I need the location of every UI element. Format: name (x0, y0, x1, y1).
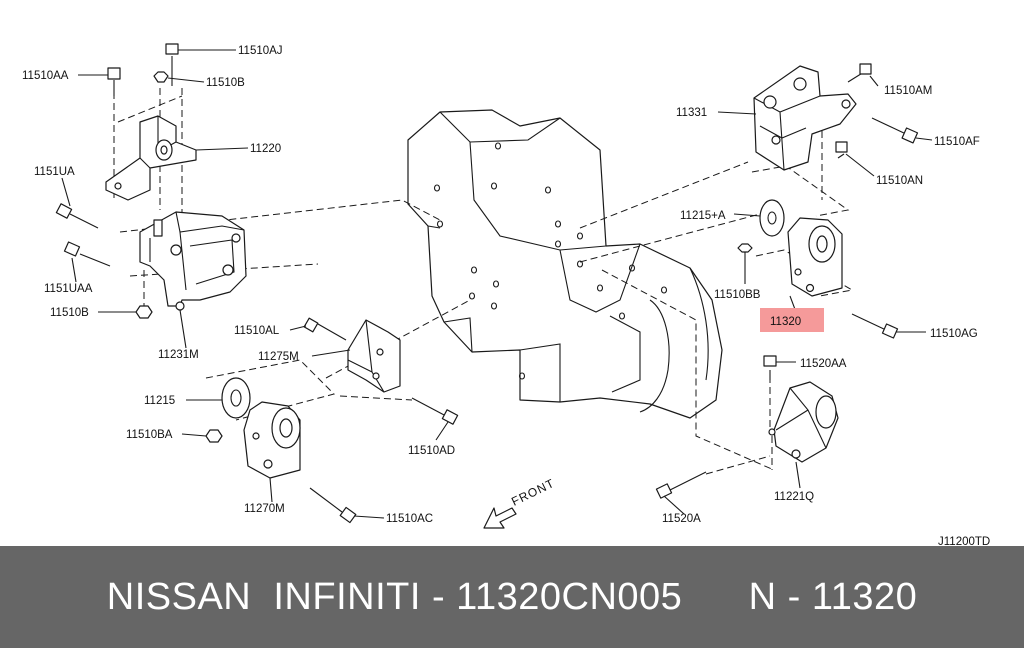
label-11215A: 11215+A (680, 210, 726, 222)
label-11510AG: 11510AG (930, 328, 978, 340)
label-11510BA: 11510BA (126, 429, 173, 441)
label-11510AD: 11510AD (408, 445, 455, 457)
bolts-and-nuts (55, 43, 919, 524)
label-11231M: 11231M (158, 349, 199, 361)
label-11510B-bottom: 11510B (50, 307, 89, 319)
label-11510B-top: 11510B (206, 77, 245, 89)
label-11510AL: 11510AL (234, 325, 280, 337)
label-11221Q: 11221Q (774, 491, 814, 503)
banner-spacer (682, 576, 748, 619)
leader-lines (61, 49, 933, 519)
label-11510AJ: 11510AJ (238, 45, 283, 57)
engine-mount-11221Q (768, 381, 839, 463)
bolt-11510AF (871, 117, 919, 144)
label-11520AA: 11520AA (800, 358, 847, 370)
nut-11510B-bottom (135, 305, 153, 319)
label-11510BB: 11510BB (714, 289, 761, 301)
label-11510AC: 11510AC (386, 513, 433, 525)
engine-mount-11220 (105, 115, 197, 201)
label-11215: 11215 (144, 395, 175, 407)
highlight-11320 (760, 308, 824, 332)
label-1151UA: 1151UA (34, 166, 75, 178)
nut-11510B-top (153, 71, 169, 83)
label-11510AA: 11510AA (22, 70, 69, 82)
bolt-1151UAA (63, 241, 111, 267)
engine-block (407, 109, 723, 419)
bolt-11510AJ (165, 43, 179, 86)
label-11520A: 11520A (662, 513, 701, 525)
nut-11510BA (205, 429, 223, 443)
banner-reference: N - 11320 (748, 575, 918, 618)
bolt-11510AN (835, 141, 848, 159)
bolt-1151UA (55, 203, 99, 229)
label-11510AN: 11510AN (876, 175, 923, 187)
label-11510AF: 11510AF (934, 136, 980, 148)
part-labels: 11510AJ 11510AA 11510B 11220 1151UA 1151… (22, 45, 990, 546)
engine-mount-11331 (753, 65, 857, 171)
banner-brand-part: NISSAN INFINITI - 11320CN005 (106, 575, 683, 618)
bolt-11510AC (309, 487, 357, 524)
diagram-code: J11200TD (938, 536, 990, 546)
bolt-11510AD (411, 397, 459, 425)
label-11270M: 11270M (244, 503, 285, 515)
bolt-11510AG (851, 313, 899, 339)
parts-diagram: FRONT 11510AJ 11510AA 11510B 11220 1151U… (22, 43, 990, 546)
engine-mount-11320 (737, 199, 843, 297)
label-11320: 11320 (770, 316, 801, 328)
label-1151UAA: 1151UAA (44, 283, 93, 295)
label-11510AM: 11510AM (884, 85, 932, 97)
bolt-11520AA (763, 355, 777, 380)
front-label: FRONT (509, 476, 557, 509)
bolt-11510AL (303, 317, 347, 341)
label-11331: 11331 (676, 107, 707, 119)
bolt-11520A (655, 471, 707, 499)
engine-bracket-11275M (347, 319, 401, 393)
front-direction-arrow: FRONT (483, 476, 557, 529)
label-11220: 11220 (250, 143, 281, 155)
bolt-holes (433, 142, 668, 380)
bolt-11510AA (107, 67, 121, 96)
part-number-banner: NISSAN INFINITI - 11320CN005 N - 11320 (0, 546, 1024, 648)
engine-bracket-11231M (139, 211, 247, 311)
label-11275M: 11275M (258, 351, 299, 363)
engine-mount-11270M (221, 377, 301, 479)
bolt-11510AM (847, 63, 872, 83)
